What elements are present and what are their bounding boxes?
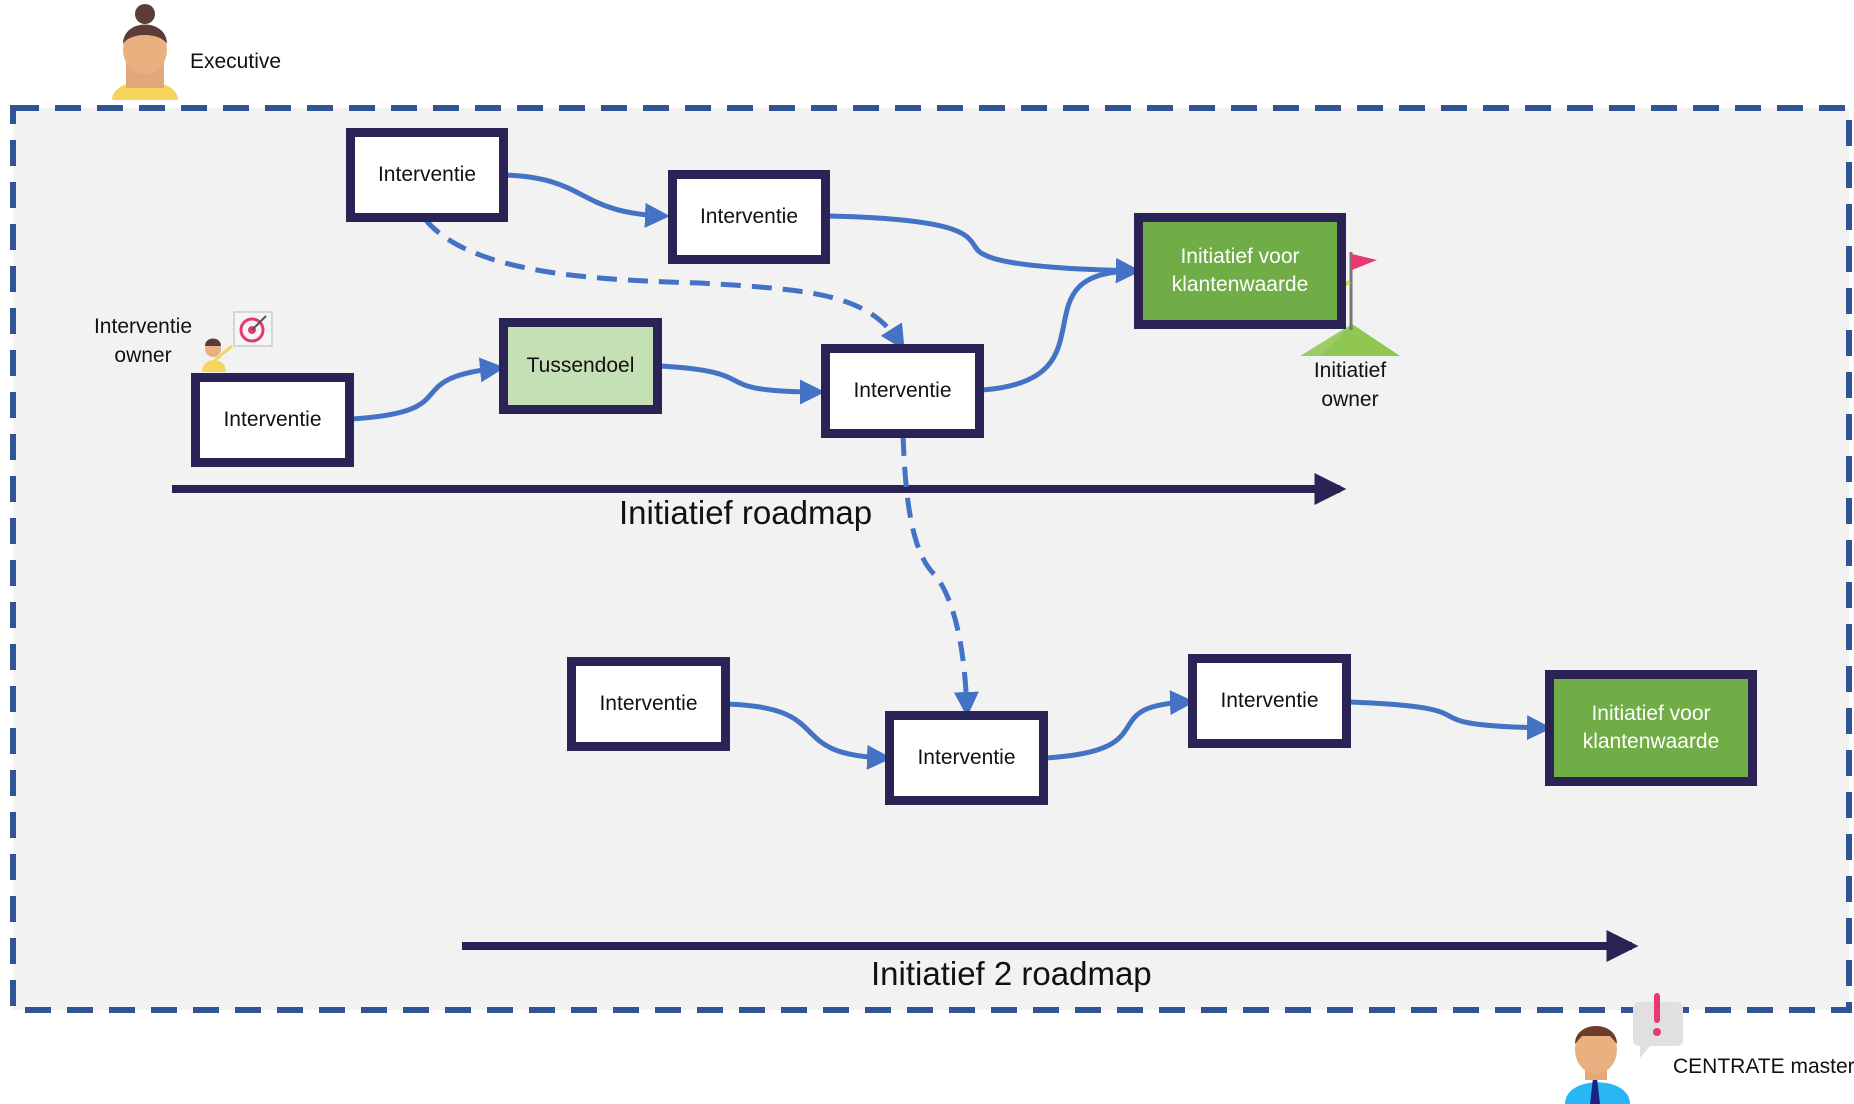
dashed-dependency-roadmap1-to-roadmap2 (900, 435, 979, 717)
node-label: Interventie (853, 378, 952, 402)
node-r2-left[interactable]: Interventie (567, 657, 730, 751)
node-label-line1: Initiatief voor (1591, 701, 1711, 725)
interventie-owner-label-line1: Interventie (93, 315, 193, 338)
node-r1-top-mid[interactable]: Interventie (668, 170, 830, 264)
centrate-master-label: CENTRATE master (1673, 1055, 1854, 1078)
node-r1-initiatief-value[interactable]: Initiatief voor klantenwaarde (1134, 213, 1346, 329)
node-r1-tussendoel[interactable]: Tussendoel (499, 318, 662, 414)
connector-tussendoel-to-mid (659, 363, 825, 405)
connector-r2-mid-to-right (1045, 690, 1195, 761)
dashed-dependency-top-to-mid (423, 217, 905, 351)
initiatief-owner-label: Initiatief owner (1300, 356, 1400, 415)
connector-bottom-left-to-tussendoel (350, 357, 505, 422)
connector-top-left-to-top-mid (504, 172, 670, 228)
executive-avatar-icon (112, 4, 178, 100)
node-label-line2: klantenwaarde (1171, 273, 1309, 296)
interventie-owner-target-icon (202, 311, 273, 372)
connector-r2-right-to-value (1348, 699, 1552, 741)
initiatief-owner-label-line2: owner (1321, 388, 1379, 412)
executive-label: Executive (190, 50, 282, 73)
node-r2-right[interactable]: Interventie (1188, 654, 1351, 748)
node-label: Interventie (1220, 688, 1319, 712)
connector-mid-to-value (981, 258, 1141, 393)
connector-top-mid-to-value (828, 213, 1141, 283)
node-label-line1: Initiatief voor (1180, 244, 1300, 268)
node-label: Interventie (377, 162, 477, 186)
interventie-owner-label-line2: owner (114, 344, 172, 368)
centrate-master-alert-icon (1565, 993, 1683, 1104)
node-r2-mid[interactable]: Interventie (885, 711, 1048, 805)
node-label: Interventie (699, 204, 799, 228)
roadmap1-title: Initiatief roadmap (619, 494, 873, 531)
node-label: Interventie (599, 691, 698, 715)
initiatief-owner-label-line1: Initiatief (1313, 359, 1387, 382)
node-label-line2: klantenwaarde (1582, 730, 1720, 753)
node-r2-initiatief-value[interactable]: Initiatief voor klantenwaarde (1545, 670, 1757, 786)
node-r1-bottom-left[interactable]: Interventie (191, 373, 354, 467)
node-label: Interventie (223, 407, 322, 431)
node-label: Tussendoel (526, 353, 635, 377)
node-r1-mid[interactable]: Interventie (821, 344, 984, 438)
connector-r2-left-to-mid (726, 701, 892, 770)
roadmap2-title: Initiatief 2 roadmap (871, 955, 1152, 992)
node-r1-top-left[interactable]: Interventie (346, 128, 508, 222)
roadmap-frame (10, 105, 1852, 1013)
interventie-owner-label: Interventie owner (86, 312, 200, 371)
node-label: Interventie (917, 745, 1016, 769)
